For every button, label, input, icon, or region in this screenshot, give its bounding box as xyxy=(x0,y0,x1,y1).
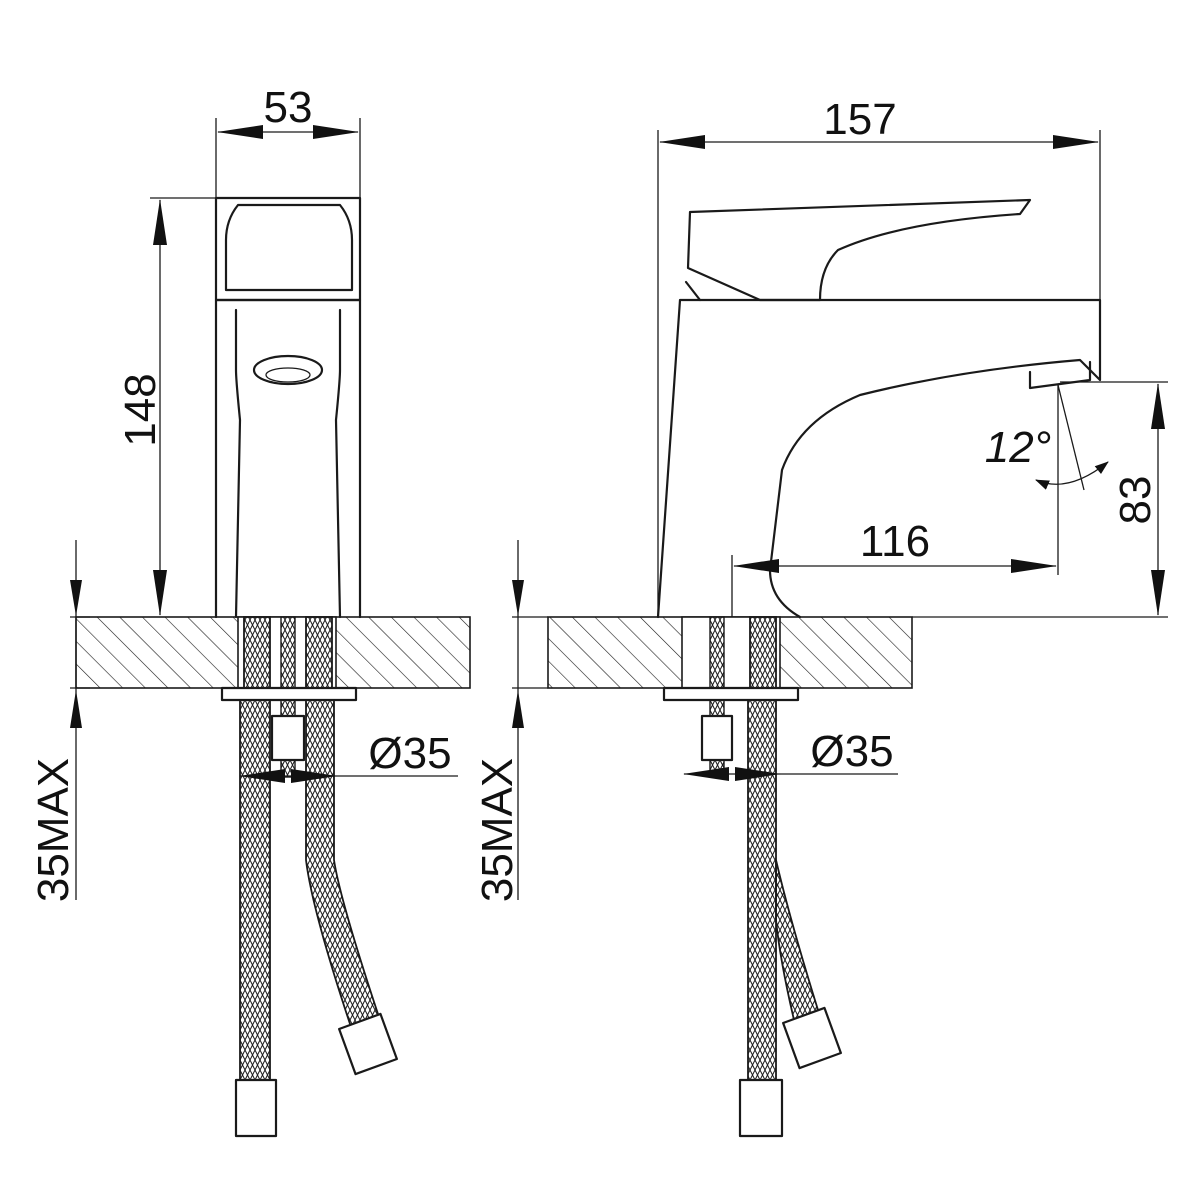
side-hose-back xyxy=(775,859,820,1022)
front-mounting-washer xyxy=(220,686,358,702)
front-stud-nut xyxy=(270,714,306,762)
side-view: 157 116 83 12° 35MAX Ø35 xyxy=(473,95,1168,1138)
front-hose-left-in-hole xyxy=(243,616,271,689)
side-hose-front-fitting xyxy=(738,1078,784,1138)
side-spout-height-label: 83 xyxy=(1111,476,1160,525)
front-spout-face xyxy=(234,308,342,619)
side-diameter-label: Ø35 xyxy=(810,727,893,776)
side-hose-front xyxy=(747,699,777,1081)
front-width-label: 53 xyxy=(264,83,313,132)
side-spout-underside xyxy=(1028,360,1092,390)
side-faucet-body xyxy=(656,298,1102,619)
side-angle-ray xyxy=(1057,384,1085,491)
side-lever-base xyxy=(684,280,702,302)
side-reach-label: 116 xyxy=(860,517,930,566)
side-length-label: 157 xyxy=(823,95,896,144)
side-mounting-washer xyxy=(662,686,800,702)
front-aerator-inner xyxy=(265,367,311,383)
front-hose-left-fitting xyxy=(234,1078,278,1138)
front-hose-right-fitting xyxy=(338,1012,398,1076)
side-thickness-arrow-bottom xyxy=(512,690,524,728)
side-thickness-label: 35MAX xyxy=(473,758,522,902)
side-angle-label: 12° xyxy=(985,423,1052,472)
front-thickness-arrow-top xyxy=(70,580,82,616)
front-hose-right-in-hole xyxy=(305,616,333,689)
side-hose-back-fitting xyxy=(782,1006,842,1070)
front-handle-inner xyxy=(224,203,354,292)
front-aerator xyxy=(252,354,324,386)
side-hose-in-hole xyxy=(749,616,777,689)
front-height-label: 148 xyxy=(116,373,165,446)
front-handle xyxy=(214,196,362,302)
front-hose-left xyxy=(239,699,271,1081)
side-angle-arc xyxy=(1035,461,1109,490)
front-thickness-arrow-bottom xyxy=(70,690,82,728)
front-diameter-label: Ø35 xyxy=(368,729,451,778)
side-stud-nut xyxy=(700,714,734,762)
front-thickness-label: 35MAX xyxy=(29,758,78,902)
side-thickness-arrow-top xyxy=(512,580,524,616)
side-lever-handle xyxy=(686,198,1032,302)
front-view: 53 148 35MAX Ø35 xyxy=(29,83,471,1138)
